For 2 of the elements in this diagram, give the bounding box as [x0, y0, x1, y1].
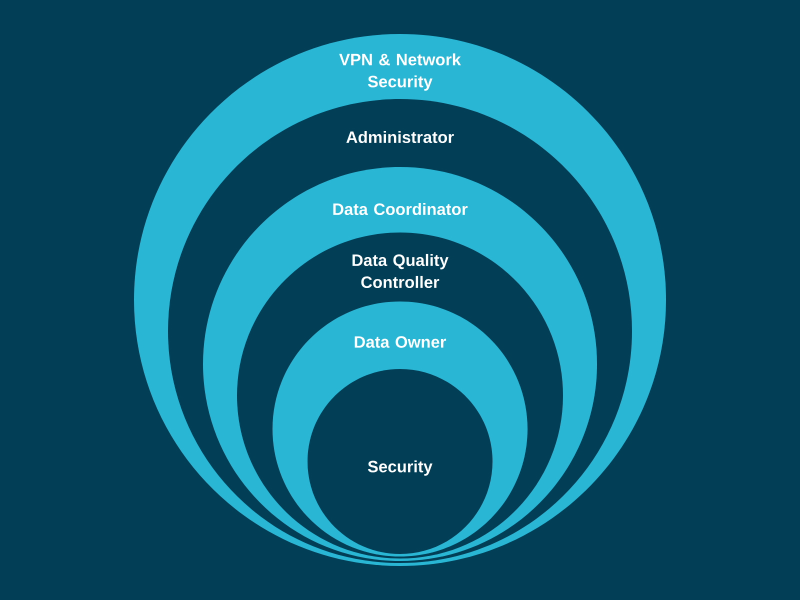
node-label: Data Quality Controller: [352, 254, 448, 288]
node-label: Administrator: [346, 130, 454, 144]
